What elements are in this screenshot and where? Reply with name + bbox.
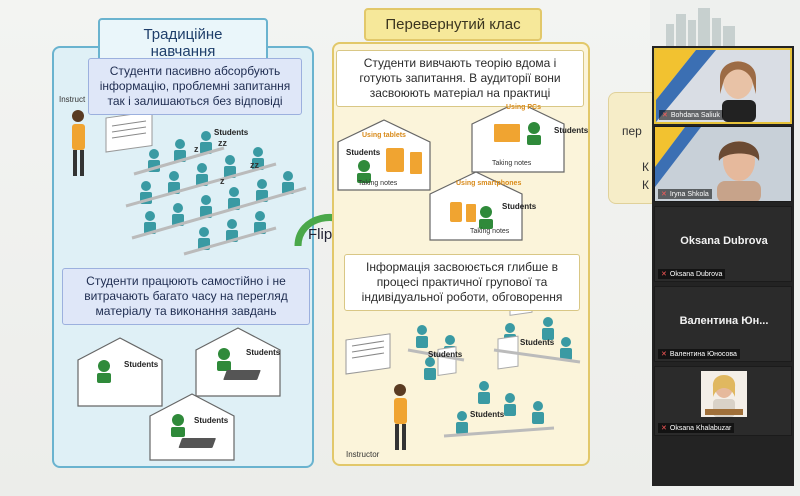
using-pcs-label: Using PCs (506, 104, 542, 111)
students-label-house-3: Students (194, 416, 229, 425)
hidden-text-1: пер (622, 124, 642, 138)
flip-label: Flip (308, 226, 333, 243)
students-label-classroom-flipped: Students (428, 350, 463, 359)
traditional-note-independent: Студенти працюють самостійно і не витрач… (62, 268, 310, 325)
participant-tile-bohdana[interactable]: ✕Bohdana Saliuk (654, 48, 792, 124)
participant-tile-iryna[interactable]: ✕Iryna Shkola (654, 126, 792, 202)
svg-text:zz: zz (250, 160, 260, 170)
students-label-tablets: Students (346, 148, 381, 157)
hidden-text-2: К (642, 160, 649, 174)
participant-name: ✕Iryna Shkola (658, 189, 712, 199)
students-label-smartphones: Students (502, 202, 537, 211)
taking-notes-label-2: Taking notes (492, 160, 532, 167)
city-skyline-logo (666, 8, 735, 46)
mic-muted-icon: ✕ (661, 425, 667, 432)
flipped-note-deeper: Інформація засвоюється глибше в процесі … (344, 254, 580, 311)
flipped-note-home: Студенти вивчають теорію вдома і готують… (336, 50, 584, 107)
participant-name: ✕Oksana Khalabuzar (658, 423, 735, 433)
students-label-classroom-flipped-2: Students (520, 338, 555, 347)
participant-display-name: Oksana Dubrova (680, 235, 768, 247)
participant-tile-oksana-dubrova[interactable]: Oksana Dubrova ✕Oksana Dubrova (654, 206, 792, 282)
students-label-house-1: Students (124, 360, 159, 369)
instructor-label-traditional: Instruct (59, 95, 86, 104)
using-tablets-label: Using tablets (362, 132, 406, 139)
participant-tile-valentyna[interactable]: Валентина Юн... ✕Валентина Юносова (654, 286, 792, 362)
mic-muted-icon: ✕ (661, 271, 667, 278)
students-label-pcs: Students (554, 126, 589, 135)
taking-notes-label-3: Taking notes (470, 228, 510, 235)
svg-text:zz: zz (218, 138, 228, 148)
flipped-illustration (337, 101, 581, 450)
students-label-classroom: Students (214, 128, 249, 137)
svg-text:z: z (220, 176, 225, 186)
participant-name: ✕Валентина Юносова (658, 349, 740, 359)
hidden-text-3: К (642, 178, 649, 192)
participant-name: ✕Oksana Dubrova (658, 269, 726, 279)
traditional-note-passive: Студенти пасивно абсорбують інформацію, … (88, 58, 302, 115)
participant-video (656, 50, 756, 122)
hidden-slide-card (608, 92, 658, 204)
using-smartphones-label: Using smartphones (456, 180, 522, 187)
participant-photo (701, 371, 747, 417)
instructor-label-flipped: Instructor (346, 450, 380, 459)
participant-display-name: Валентина Юн... (679, 315, 769, 327)
flipped-title: Перевернутий клас (364, 8, 542, 41)
participant-name: ✕Bohdana Saliuk (659, 110, 723, 120)
mic-muted-icon: ✕ (661, 351, 667, 358)
mic-muted-icon: ✕ (662, 112, 668, 119)
participants-sidebar[interactable]: ✕Bohdana Saliuk ✕Iryna Shkola Oksana Dub… (652, 46, 794, 486)
students-label-classroom-flipped-3: Students (470, 410, 505, 419)
students-label-house-2: Students (246, 348, 281, 357)
taking-notes-label-1: Taking notes (358, 180, 398, 187)
mic-muted-icon: ✕ (661, 191, 667, 198)
participant-video (655, 127, 761, 201)
svg-text:z: z (194, 144, 199, 154)
participant-tile-oksana-khalabuzar[interactable]: ✕Oksana Khalabuzar (654, 366, 792, 436)
